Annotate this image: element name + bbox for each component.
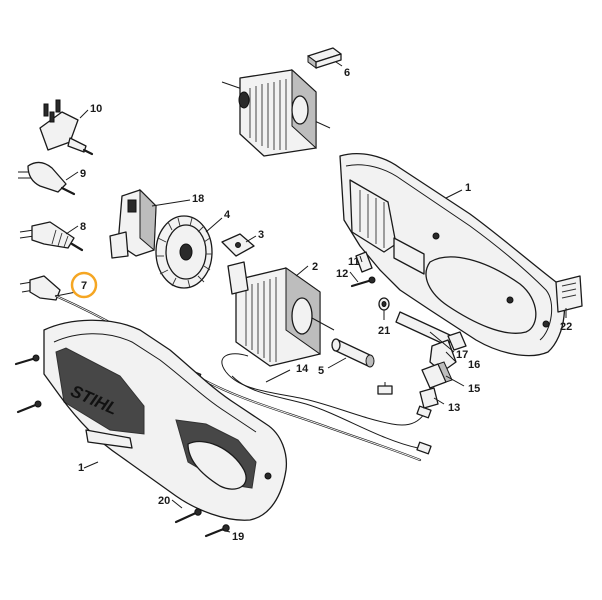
leader-lines	[55, 61, 567, 533]
callout-6: 6	[344, 67, 350, 79]
callout-21: 21	[378, 325, 390, 337]
motor-armature-top	[221, 68, 331, 157]
part-9-euro-plug	[18, 161, 76, 196]
part-8-plug	[19, 221, 84, 252]
part-5-shaft	[331, 338, 375, 368]
callout-1-housing-right: 1	[465, 182, 471, 194]
highlight-ring-part-7	[70, 271, 98, 299]
callout-5: 5	[318, 365, 324, 377]
part-18-brush-holder	[109, 188, 157, 259]
callout-labels: 1 1 2 3 4 5 6 9 8 10 11 12 13 14 15 16 1…	[78, 67, 572, 543]
part-4-fan	[155, 215, 213, 289]
callout-17: 17	[456, 349, 468, 361]
callout-18: 18	[192, 193, 204, 205]
callout-16: 16	[468, 359, 480, 371]
part-20-screw	[174, 508, 202, 524]
callout-12: 12	[336, 268, 348, 280]
part-21-washer	[378, 297, 390, 311]
callout-2: 2	[312, 261, 318, 273]
screws-left	[14, 354, 42, 414]
callout-4: 4	[224, 209, 231, 221]
part-13-connector	[419, 387, 439, 409]
part-3-bracket	[221, 233, 255, 257]
part-2-motor	[221, 261, 335, 373]
part-10-uk-plug	[39, 99, 94, 156]
part-1-housing-right	[339, 153, 566, 357]
callout-10: 10	[90, 103, 102, 115]
part-1-housing-left: STIHL	[43, 319, 288, 521]
callout-20: 20	[158, 495, 170, 507]
callout-11: 11	[348, 256, 360, 268]
callout-7: 7	[81, 280, 87, 292]
callout-15: 15	[468, 383, 480, 395]
callout-3: 3	[258, 229, 264, 241]
callout-9: 9	[80, 168, 86, 180]
callout-19: 19	[232, 531, 244, 543]
callout-13: 13	[448, 402, 460, 414]
part-6-brush	[307, 47, 342, 69]
callout-1-housing-left: 1	[78, 462, 84, 474]
part-14-wiring	[225, 371, 432, 455]
part-22-label	[555, 275, 583, 313]
callout-14: 14	[296, 363, 309, 375]
part-12-screw	[350, 276, 376, 288]
callout-22: 22	[560, 321, 572, 333]
part-19-screw	[204, 524, 230, 538]
callout-8: 8	[80, 221, 86, 233]
